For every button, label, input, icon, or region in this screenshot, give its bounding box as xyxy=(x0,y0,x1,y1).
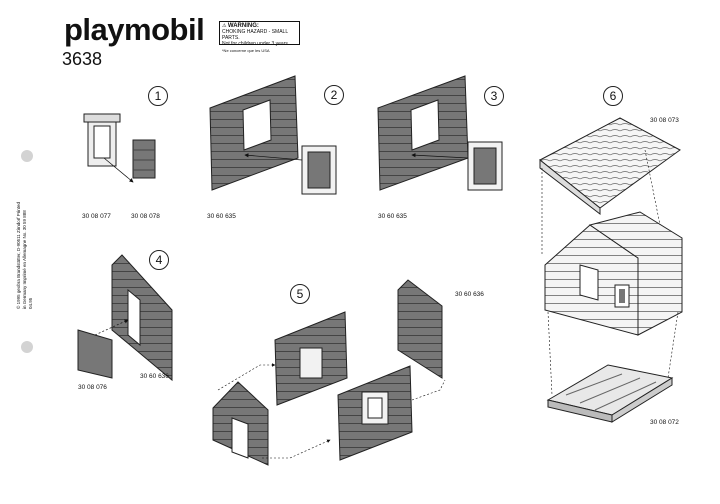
part-number-3: 30 60 635 xyxy=(378,213,407,220)
model-number: 3638 xyxy=(62,49,103,69)
part-number-2: 30 60 635 xyxy=(207,213,236,220)
step-number-3: 3 xyxy=(484,86,504,106)
step-number-6: 6 xyxy=(603,86,623,106)
step-number-5: 5 xyxy=(290,284,310,304)
step5-drawing xyxy=(212,279,446,466)
step4-drawing xyxy=(77,254,173,382)
brand-logo: playmobil xyxy=(64,12,205,47)
warning-icon: ⚠ xyxy=(222,23,227,29)
warning-title: WARNING: xyxy=(227,23,259,29)
step-number-2: 2 xyxy=(324,85,344,105)
punch-hole-bottom xyxy=(21,341,33,353)
warning-box: ⚠ WARNING: CHOKING HAZARD - SMALL PARTS.… xyxy=(219,21,300,47)
part-number-4b: 30 60 636 xyxy=(140,373,169,380)
step3-drawing xyxy=(377,75,503,191)
part-number-5: 30 60 636 xyxy=(455,291,484,298)
step-number-4: 4 xyxy=(149,250,169,270)
punch-hole-top xyxy=(21,150,33,162)
step2-drawing xyxy=(209,75,337,195)
step6-drawing xyxy=(539,117,683,423)
part-number-6a: 30 08 073 xyxy=(650,117,679,124)
warning-line-1: CHOKING HAZARD - SMALL PARTS. xyxy=(222,29,288,41)
step-number-1: 1 xyxy=(148,86,168,106)
part-number-1a: 30 08 077 xyxy=(82,213,111,220)
part-number-4a: 30 08 076 xyxy=(78,384,107,391)
usa-note: *Ne concerne que les USA xyxy=(222,48,270,53)
step1-drawing xyxy=(83,113,156,183)
part-number-6b: 30 08 072 xyxy=(650,419,679,426)
warning-line-2: Not for children under 3 years. xyxy=(222,41,290,47)
part-number-1b: 30 08 078 xyxy=(131,213,160,220)
